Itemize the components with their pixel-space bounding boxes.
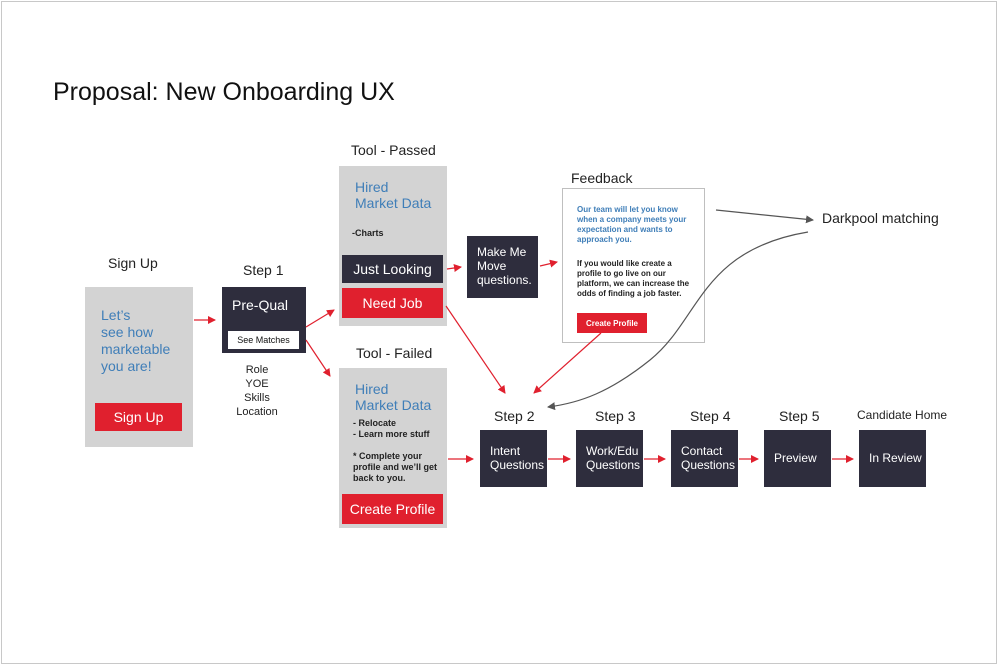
arrow-needjob-to-step2 <box>445 305 506 394</box>
box-line: Questions <box>681 458 736 472</box>
text-line: platform, we can increase the <box>577 279 690 288</box>
arrow-darkpool-to-step2 <box>547 231 809 411</box>
signup-text-line: see how <box>101 324 154 340</box>
tool-failed-notes: - Relocate - Learn more stuff <box>353 418 430 440</box>
note-line: profile and we’ll get <box>353 462 438 472</box>
box-line: Preview <box>774 451 817 465</box>
just-looking-option[interactable]: Just Looking <box>342 255 443 283</box>
box-line: questions. <box>477 273 532 287</box>
text-line: odds of finding a job faster. <box>577 289 682 298</box>
signup-text: Let’s see how marketable you are! <box>101 307 170 375</box>
tool-failed-note2: * Complete your profile and we’ll get ba… <box>353 451 437 484</box>
step5-label: Step 5 <box>779 408 820 424</box>
box-line: In Review <box>869 451 922 465</box>
attribute-skills: Skills <box>244 392 270 404</box>
feedback-panel: Our team will let you know when a compan… <box>562 188 705 343</box>
box-line: Intent <box>490 444 521 458</box>
arrow-prequal-to-failed <box>305 339 331 377</box>
note-line: - Relocate <box>353 418 397 428</box>
arrow-looking-to-move <box>446 264 462 272</box>
signup-text-line: you are! <box>101 358 152 374</box>
see-matches-button[interactable]: See Matches <box>228 331 299 349</box>
feedback-label: Feedback <box>571 170 633 186</box>
in-review-box: In Review <box>859 430 926 487</box>
box-line: Work/Edu <box>586 444 639 458</box>
signup-label: Sign Up <box>108 255 158 271</box>
darkpool-label: Darkpool matching <box>822 210 939 226</box>
feedback-dark-text: If you would like create a profile to go… <box>577 259 689 299</box>
note-line: back to you. <box>353 473 406 483</box>
signup-button[interactable]: Sign Up <box>95 403 182 431</box>
create-profile-button[interactable]: Create Profile <box>342 494 443 524</box>
work-edu-questions-box: Work/Edu Questions <box>576 430 643 487</box>
text-line: profile to go live on our <box>577 269 666 278</box>
step4-label: Step 4 <box>690 408 731 424</box>
arrow-prequal-to-passed <box>305 309 335 328</box>
note-line: * Complete your <box>353 451 423 461</box>
arrow-move-to-feedback <box>539 259 558 268</box>
prequal-title: Pre-Qual <box>232 297 289 313</box>
heading-line: Market Data <box>355 397 432 413</box>
tool-passed-note: -Charts <box>352 228 384 238</box>
candidate-home-label: Candidate Home <box>857 408 948 422</box>
tool-failed-heading: Hired Market Data <box>355 381 431 413</box>
arrow-feedback-to-darkpool <box>715 209 814 224</box>
step1-label: Step 1 <box>243 262 284 278</box>
box-line: Contact <box>681 444 723 458</box>
tool-passed-panel: Hired Market Data -Charts Just Looking N… <box>339 166 447 326</box>
box-line: Make Me <box>477 245 527 259</box>
feedback-blue-text: Our team will let you know when a compan… <box>577 205 686 245</box>
need-job-option[interactable]: Need Job <box>342 288 443 318</box>
attribute-location: Location <box>236 406 278 418</box>
tool-passed-heading: Hired Market Data <box>355 179 431 211</box>
box-line: Move <box>477 259 507 273</box>
tool-failed-label: Tool - Failed <box>356 345 433 361</box>
signup-panel: Let’s see how marketable you are! Sign U… <box>85 287 193 447</box>
feedback-create-profile-button[interactable]: Create Profile <box>577 313 647 333</box>
step3-label: Step 3 <box>595 408 636 424</box>
step2-label: Step 2 <box>494 408 535 424</box>
intent-questions-box: Intent Questions <box>480 430 547 487</box>
text-line: expectation and wants to <box>577 225 673 234</box>
text-line: If you would like create a <box>577 259 672 268</box>
contact-questions-box: Contact Questions <box>671 430 738 487</box>
signup-text-line: Let’s <box>101 307 131 323</box>
attribute-role: Role <box>245 364 269 376</box>
heading-line: Hired <box>355 381 389 397</box>
signup-text-line: marketable <box>101 341 171 357</box>
prequal-attributes: Role YOE Skills Location <box>222 363 292 419</box>
note-line: - Learn more stuff <box>353 429 430 439</box>
page-title: Proposal: New Onboarding UX <box>53 78 395 106</box>
heading-line: Market Data <box>355 195 432 211</box>
prequal-box: Pre-Qual See Matches <box>222 287 306 353</box>
box-line: Questions <box>586 458 641 472</box>
attribute-yoe: YOE <box>245 378 269 390</box>
text-line: approach you. <box>577 235 632 244</box>
text-line: Our team will let you know <box>577 205 678 214</box>
heading-line: Hired <box>355 179 389 195</box>
preview-box: Preview <box>764 430 831 487</box>
make-me-move-box: Make Me Move questions. <box>467 236 538 298</box>
text-line: when a company meets your <box>577 215 687 224</box>
box-line: Questions <box>490 458 545 472</box>
arrow-feedback-to-step2 <box>533 332 602 394</box>
tool-passed-label: Tool - Passed <box>351 142 436 158</box>
tool-failed-panel: Hired Market Data - Relocate - Learn mor… <box>339 368 447 528</box>
